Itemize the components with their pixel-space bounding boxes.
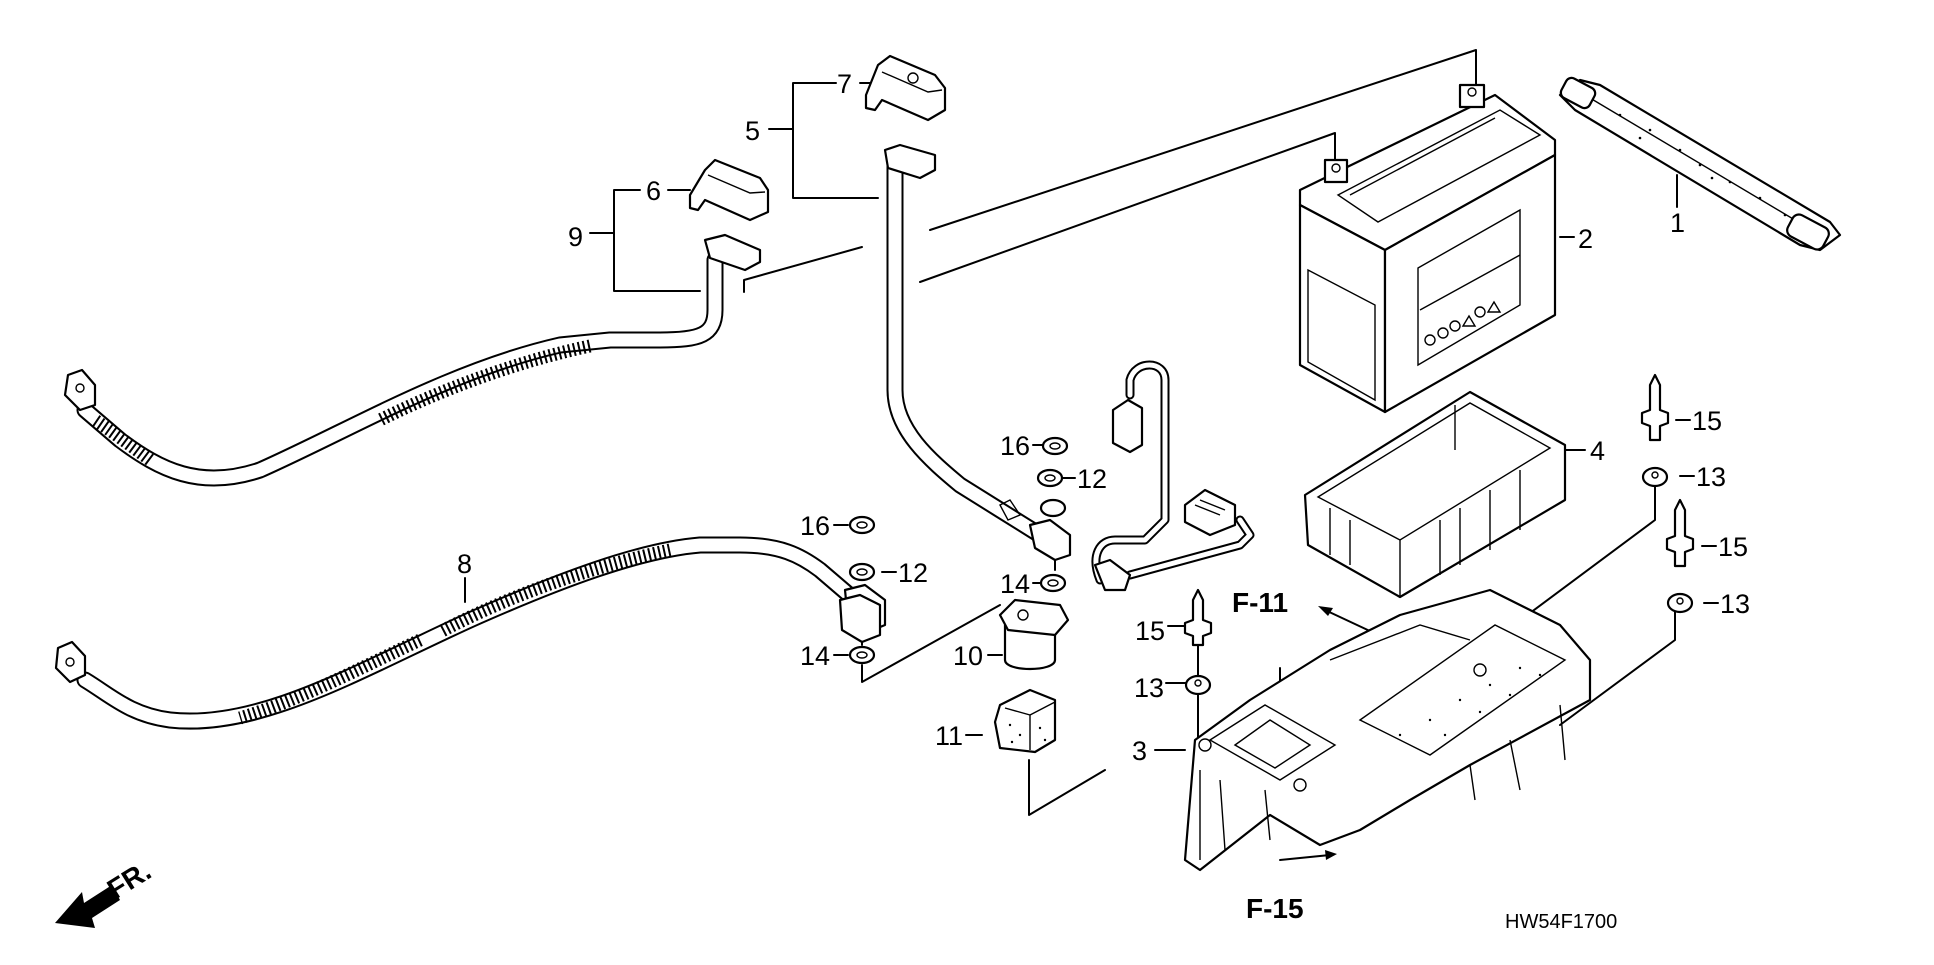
callout-14-cable: 14 [800,641,830,671]
callout-7: 7 [837,69,852,99]
callout-5: 5 [745,116,760,146]
relay-mount [993,688,1057,754]
callout-13-box: 13 [1134,673,1164,703]
callout-12-relay: 12 [1077,464,1107,494]
relay-harness [1091,360,1255,592]
callout-12-cable: 12 [898,558,928,588]
reference-f11: F-11 [1232,587,1288,618]
callout-15-right-lower: 15 [1718,532,1748,562]
callout-15-right-upper: 15 [1692,406,1722,436]
left-pins [1183,588,1213,696]
reference-f15: F-15 [1246,893,1304,924]
battery-box [1183,588,1592,872]
positive-cable [883,143,1072,562]
callout-3: 3 [1132,736,1147,766]
negative-cable [63,233,762,487]
callout-10: 10 [953,641,983,671]
diagram-code: HW54F1700 [1505,911,1617,933]
starter-relay [998,598,1070,670]
callout-labels: 1 2 3 4 5 6 7 8 9 10 11 12 12 13 13 13 1… [457,69,1750,766]
terminal-covers [688,54,947,222]
battery-cover-tray [1303,390,1567,599]
callout-16-cable: 16 [800,511,830,541]
callout-13-right-lower: 13 [1720,589,1750,619]
callout-15-box: 15 [1135,616,1165,646]
callout-16-relay: 16 [1000,431,1030,461]
battery-strap [1558,76,1842,252]
callout-4: 4 [1590,436,1605,466]
cable-hardware [838,515,882,665]
callout-2: 2 [1578,224,1593,254]
battery [1298,83,1557,414]
callout-11: 11 [935,721,963,751]
front-direction-arrow: FR. [55,855,156,928]
callout-6: 6 [646,176,661,206]
callout-14-relay: 14 [1000,569,1030,599]
callout-13-right-upper: 13 [1696,462,1726,492]
callout-9: 9 [568,222,583,252]
right-pins [1640,373,1695,614]
callout-8: 8 [457,549,472,579]
callout-1: 1 [1670,208,1685,238]
relay-hardware [1036,436,1069,593]
